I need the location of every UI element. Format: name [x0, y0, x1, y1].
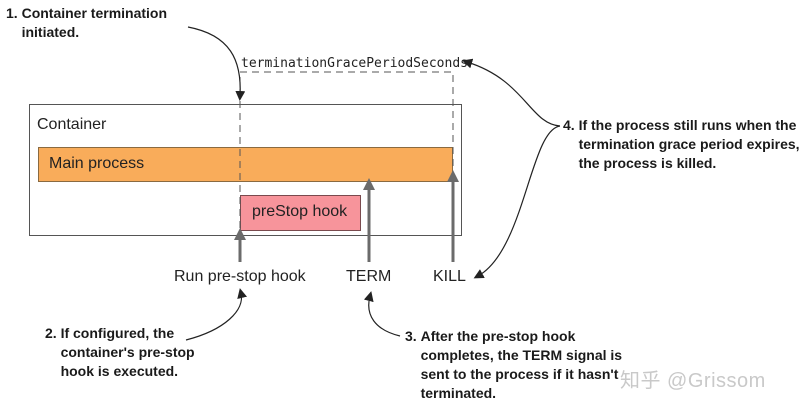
main-process-bar — [38, 147, 453, 182]
watermark: 知乎 @Grissom — [620, 370, 766, 392]
note-number: 4. — [563, 117, 575, 133]
note-text: After the pre-stop hook completes, the T… — [420, 328, 623, 401]
main-process-label: Main process — [49, 155, 145, 172]
note-number: 2. — [45, 325, 57, 341]
prestop-hook-bar — [240, 195, 361, 231]
note-prestop-executed: 2. If configured, the container's pre-st… — [45, 324, 195, 381]
note-text: If the process still runs when the termi… — [578, 117, 800, 171]
container-label: Container — [37, 116, 107, 133]
term-label: TERM — [346, 268, 392, 285]
grace-period-bracket — [239, 71, 454, 240]
grace-period-label: terminationGracePeriodSeconds — [241, 56, 468, 71]
note-container-termination: 1. Container termination initiated. — [6, 4, 167, 42]
note-text: Container termination initiated. — [21, 5, 168, 40]
note-process-killed: 4. If the process still runs when the te… — [563, 116, 800, 173]
note4-arrow-top — [462, 58, 561, 127]
note-term-signal: 3. After the pre-stop hook completes, th… — [405, 327, 622, 403]
note3-arrow — [363, 291, 401, 337]
note-text: If configured, the container's pre-stop … — [60, 325, 195, 379]
kill-label: KILL — [433, 268, 466, 285]
note2-arrow — [185, 288, 248, 341]
prestop-hook-label: preStop hook — [252, 203, 348, 220]
note-number: 3. — [405, 328, 417, 344]
note-number: 1. — [6, 5, 18, 21]
run-prestop-hook-label: Run pre-stop hook — [174, 268, 306, 285]
note1-arrow — [187, 26, 246, 101]
note4-arrow-bottom — [473, 125, 561, 279]
